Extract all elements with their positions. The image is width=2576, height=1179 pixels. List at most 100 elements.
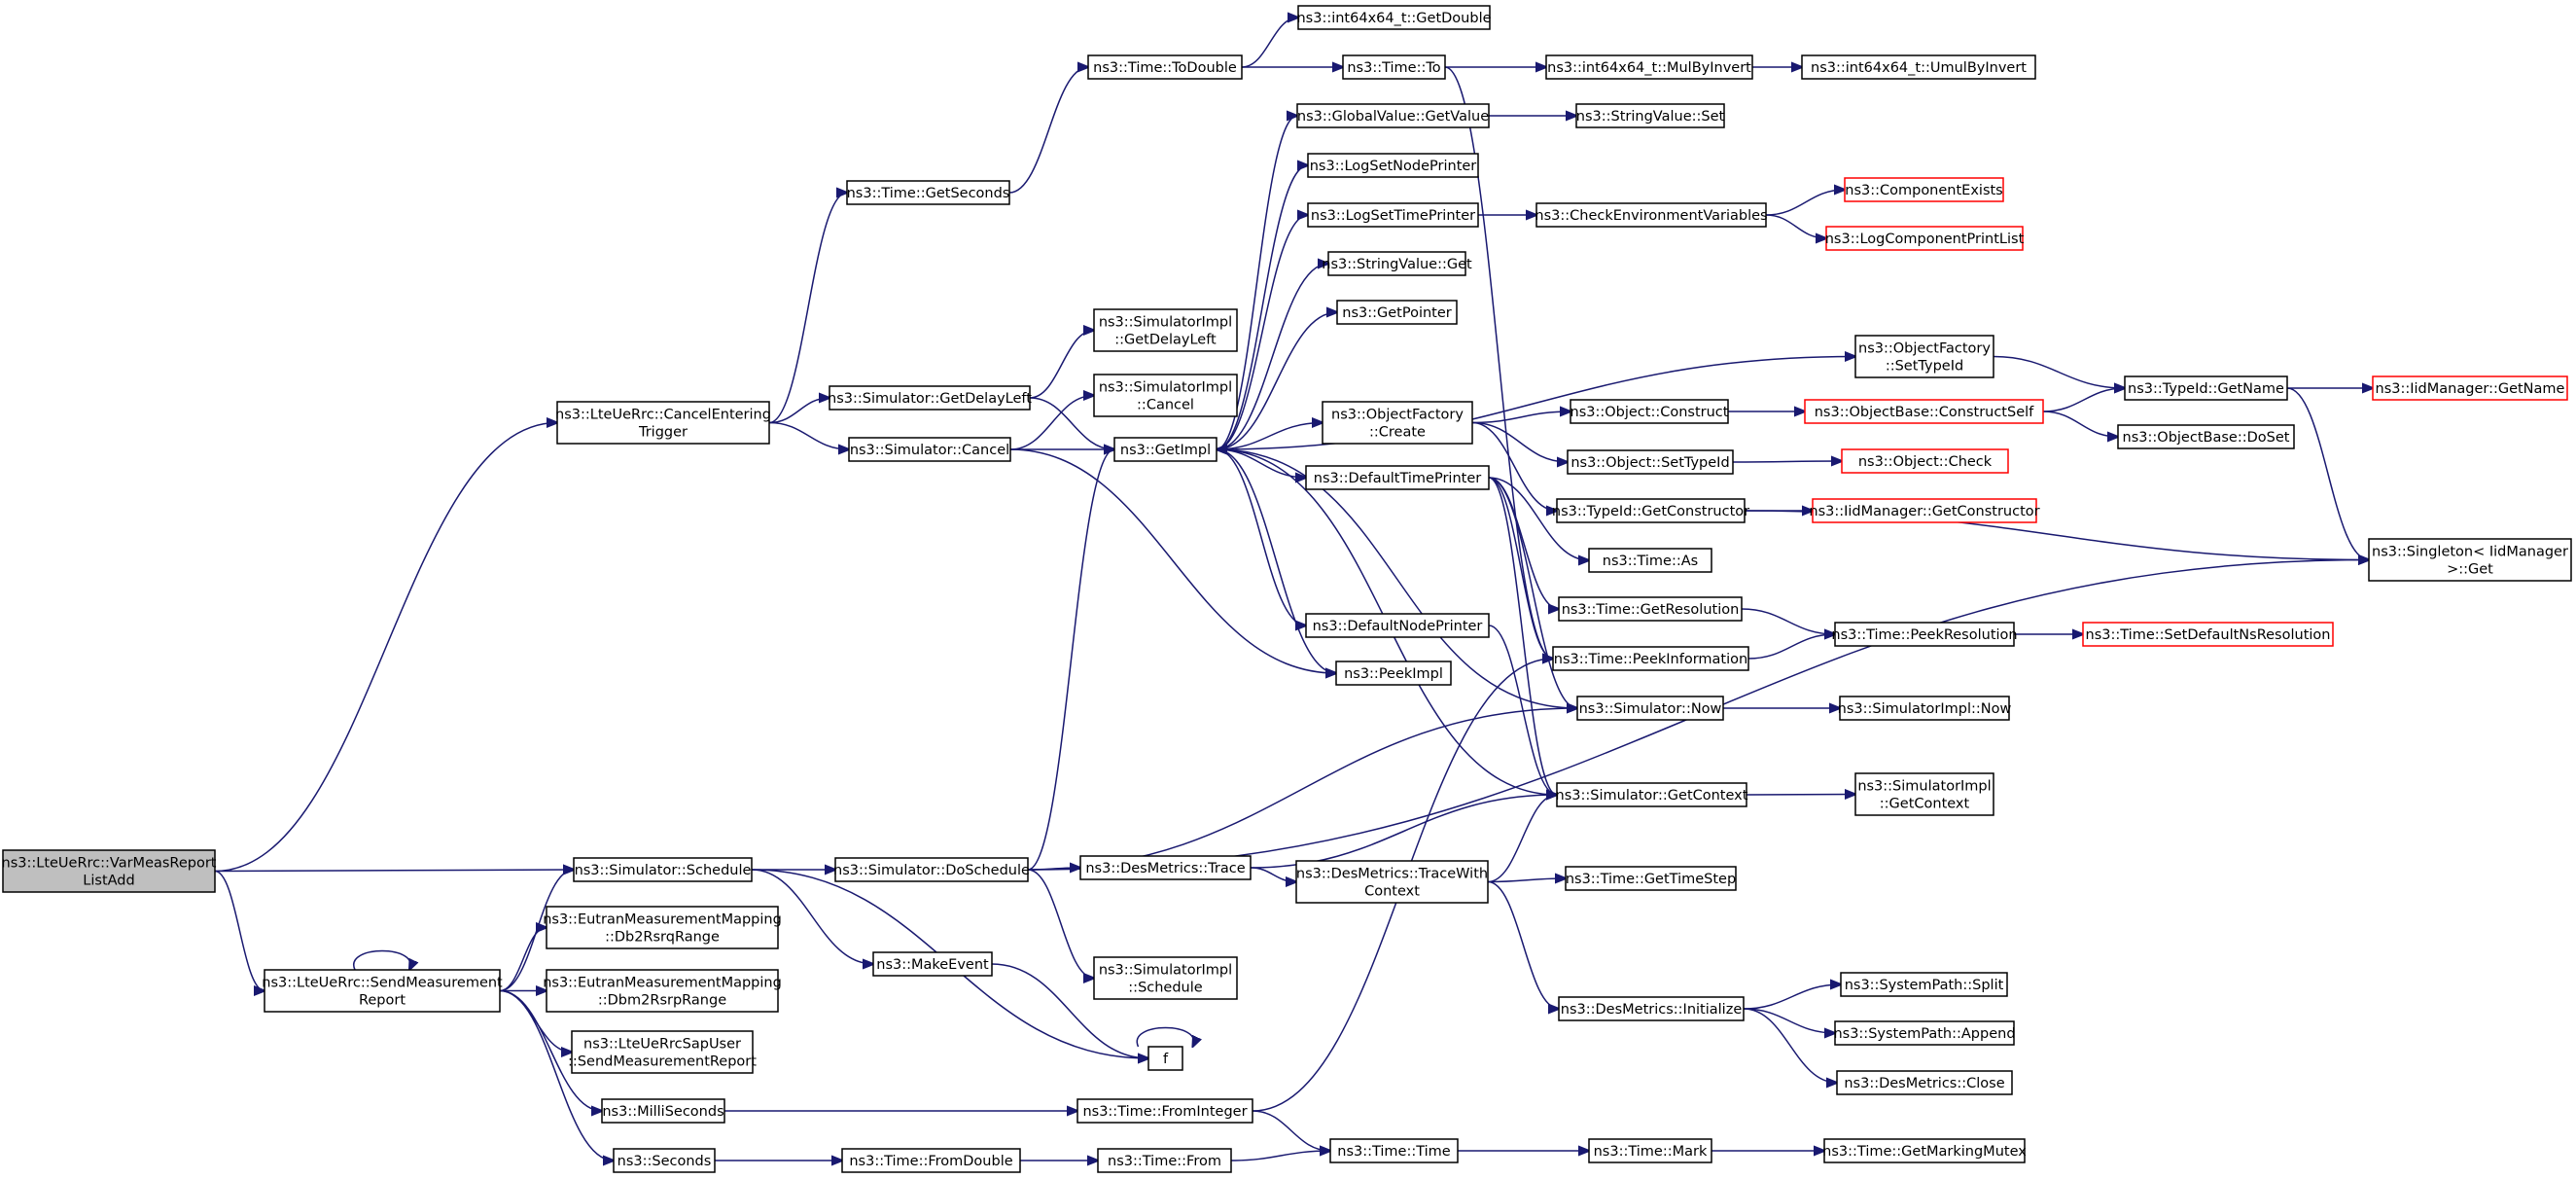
node-ns3-globalvalue-getvalue[interactable]: ns3::GlobalValue::GetValue bbox=[1296, 103, 1490, 128]
node-ns3-simulatorimpl-getdelayleft[interactable]: ns3::SimulatorImpl::GetDelayLeft bbox=[1093, 308, 1238, 352]
node-ns3-time-from[interactable]: ns3::Time::From bbox=[1097, 1148, 1232, 1173]
node-ns3-systempath-split[interactable]: ns3::SystemPath::Split bbox=[1840, 972, 2008, 997]
node-box bbox=[2372, 375, 2568, 401]
node-ns3-objectbase-constructself[interactable]: ns3::ObjectBase::ConstructSelf bbox=[1804, 399, 2044, 424]
node-ns3-checkenvironmentvariables[interactable]: ns3::CheckEnvironmentVariables bbox=[1535, 202, 1768, 228]
node-ns3-simulator-getcontext[interactable]: ns3::Simulator::GetContext bbox=[1556, 782, 1748, 807]
node-ns3-int64x64-t-getdouble[interactable]: ns3::int64x64_t::GetDouble bbox=[1296, 5, 1492, 30]
node-ns3-objectfactory-settypeid[interactable]: ns3::ObjectFactory::SetTypeId bbox=[1854, 335, 1994, 378]
node-ns3-stringvalue-set[interactable]: ns3::StringValue::Set bbox=[1575, 103, 1725, 128]
node-ns3-simulator-schedule[interactable]: ns3::Simulator::Schedule bbox=[573, 857, 753, 882]
edge-path bbox=[1216, 165, 1308, 450]
node-ns3-systempath-append[interactable]: ns3::SystemPath::Append bbox=[1833, 1020, 2016, 1046]
edge-getimpl-to-ofcreate bbox=[1216, 423, 1323, 450]
node-ns3-peekimpl[interactable]: ns3::PeekImpl bbox=[1335, 661, 1452, 686]
node-ns3-simulator-cancel[interactable]: ns3::Simulator::Cancel bbox=[848, 437, 1011, 462]
node-ns3-time-getmarkingmutex[interactable]: ns3::Time::GetMarkingMutex bbox=[1822, 1138, 2027, 1163]
node-ns3-logsettimeprinter[interactable]: ns3::LogSetTimePrinter bbox=[1307, 202, 1479, 228]
edge-path bbox=[1765, 214, 1826, 238]
edge-sendmeas-to-eutrandb2 bbox=[499, 928, 547, 992]
node-ns3-object-construct[interactable]: ns3::Object::Construct bbox=[1570, 399, 1729, 424]
node-ns3-getpointer[interactable]: ns3::GetPointer bbox=[1336, 300, 1458, 325]
edge-path bbox=[1487, 880, 1559, 1010]
node-ns3-logsetnodeprinter[interactable]: ns3::LogSetNodePrinter bbox=[1307, 153, 1479, 178]
node-ns3-logcomponentprintlist[interactable]: ns3::LogComponentPrintList bbox=[1825, 226, 2025, 251]
node-ns3-int64x64-t-mulbyinvert[interactable]: ns3::int64x64_t::MulByInvert bbox=[1545, 54, 1753, 80]
node-label: ns3::Time::GetSeconds bbox=[847, 186, 1010, 201]
node-label: ns3::Time::PeekInformation bbox=[1554, 652, 1747, 667]
node-ns3-desmetrics-trace[interactable]: ns3::DesMetrics::Trace bbox=[1079, 855, 1252, 880]
node-ns3-simulatorimpl-getcontext[interactable]: ns3::SimulatorImpl::GetContext bbox=[1854, 772, 1994, 816]
node-ns3-time-setdefaultnsresolution[interactable]: ns3::Time::SetDefaultNsResolution bbox=[2082, 622, 2334, 647]
node-ns3-singleton-iidmanager-get[interactable]: ns3::Singleton< IidManager >::Get bbox=[2368, 538, 2572, 582]
node-ns3-simulatorimpl-now[interactable]: ns3::SimulatorImpl::Now bbox=[1838, 696, 2012, 721]
node-ns3-objectfactory-create[interactable]: ns3::ObjectFactory::Create bbox=[1322, 401, 1473, 445]
node-ns3-lteuerrc-sendmeasurement-report[interactable]: ns3::LteUeRrc::SendMeasurementReport bbox=[262, 969, 503, 1013]
node-label: ns3::int64x64_t::MulByInvert bbox=[1547, 60, 1751, 76]
node-ns3-time-getresolution[interactable]: ns3::Time::GetResolution bbox=[1558, 596, 1743, 622]
node-ns3-time-peekresolution[interactable]: ns3::Time::PeekResolution bbox=[1831, 622, 2018, 647]
node-ns3-objectbase-doset[interactable]: ns3::ObjectBase::DoSet bbox=[2117, 424, 2295, 449]
node-ns3-int64x64-t-umulbyinvert[interactable]: ns3::int64x64_t::UmulByInvert bbox=[1801, 54, 2036, 80]
edge-path bbox=[1488, 477, 1577, 708]
node-label: ns3::Time::GetMarkingMutex bbox=[1822, 1144, 2027, 1160]
node-label: ns3::ObjectBase::DoSet bbox=[2123, 430, 2290, 446]
node-ns3-desmetrics-initialize[interactable]: ns3::DesMetrics::Initialize bbox=[1558, 996, 1745, 1021]
node-box bbox=[546, 969, 779, 1013]
node-ns3-stringvalue-get[interactable]: ns3::StringValue::Get bbox=[1322, 251, 1472, 276]
node-ns3-time-getseconds[interactable]: ns3::Time::GetSeconds bbox=[846, 180, 1010, 205]
edge-path bbox=[214, 423, 557, 873]
edge-path bbox=[214, 870, 265, 991]
node-ns3-time-frominteger[interactable]: ns3::Time::FromInteger bbox=[1076, 1098, 1253, 1124]
node-ns3-makeevent[interactable]: ns3::MakeEvent bbox=[872, 951, 993, 977]
node-ns3-time-peekinformation[interactable]: ns3::Time::PeekInformation bbox=[1552, 646, 1749, 671]
node-ns3-desmetrics-close[interactable]: ns3::DesMetrics::Close bbox=[1836, 1070, 2013, 1095]
node-ns3-milliseconds[interactable]: ns3::MilliSeconds bbox=[601, 1098, 725, 1124]
node-box bbox=[848, 437, 1011, 462]
node-ns3-typeid-getconstructor[interactable]: ns3::TypeId::GetConstructor bbox=[1552, 498, 1749, 523]
node-ns3-time-time[interactable]: ns3::Time::Time bbox=[1329, 1138, 1459, 1163]
node-box bbox=[872, 951, 993, 977]
node-ns3-getimpl[interactable]: ns3::GetImpl bbox=[1113, 437, 1217, 462]
edge-path bbox=[499, 928, 547, 992]
node-box bbox=[1567, 449, 1734, 475]
node-label: ns3::Simulator::Cancel bbox=[850, 443, 1009, 458]
node-ns3-time-todouble[interactable]: ns3::Time::ToDouble bbox=[1087, 54, 1243, 80]
edge-root-to-cancelentering bbox=[214, 423, 557, 873]
node-f[interactable]: f bbox=[1147, 1046, 1183, 1071]
node-ns3-lteuerrcsapuser-sendmeasurementreport[interactable]: ns3::LteUeRrcSapUser::SendMeasurementRep… bbox=[568, 1030, 757, 1074]
node-ns3-defaulttimeprinter[interactable]: ns3::DefaultTimePrinter bbox=[1305, 465, 1490, 490]
node-ns3-eutranmeasurementmapping-db2rsrqrange[interactable]: ns3::EutranMeasurementMapping::Db2RsrqRa… bbox=[543, 906, 782, 949]
node-ns3-object-check[interactable]: ns3::Object::Check bbox=[1841, 448, 2009, 474]
node-ns3-simulator-getdelayleft[interactable]: ns3::Simulator::GetDelayLeft bbox=[828, 385, 1032, 411]
node-ns3-time-as[interactable]: ns3::Time::As bbox=[1588, 548, 1712, 573]
node-ns3-componentexists[interactable]: ns3::ComponentExists bbox=[1844, 177, 2004, 202]
node-ns3-defaultnodeprinter[interactable]: ns3::DefaultNodePrinter bbox=[1305, 613, 1490, 638]
node-ns3-object-settypeid[interactable]: ns3::Object::SetTypeId bbox=[1567, 449, 1734, 475]
node-ns3-time-fromdouble[interactable]: ns3::Time::FromDouble bbox=[841, 1148, 1021, 1173]
edge-path bbox=[353, 949, 410, 971]
node-box bbox=[1335, 661, 1452, 686]
node-ns3-simulatorimpl-schedule[interactable]: ns3::SimulatorImpl::Schedule bbox=[1093, 956, 1238, 1000]
node-ns3-typeid-getname[interactable]: ns3::TypeId::GetName bbox=[2124, 375, 2288, 401]
node-ns3-iidmanager-getconstructor[interactable]: ns3::IidManager::GetConstructor bbox=[1809, 498, 2040, 523]
edge-path bbox=[1230, 1151, 1330, 1161]
node-ns3-eutranmeasurementmapping-dbm2rsrprange[interactable]: ns3::EutranMeasurementMapping::Dbm2RsrpR… bbox=[543, 969, 782, 1013]
node-ns3-seconds[interactable]: ns3::Seconds bbox=[613, 1148, 716, 1173]
node-ns3-iidmanager-getname[interactable]: ns3::IidManager::GetName bbox=[2372, 375, 2568, 401]
node-ns3-simulator-doschedule[interactable]: ns3::Simulator::DoSchedule bbox=[833, 857, 1030, 882]
node-box bbox=[1342, 54, 1446, 80]
node-ns3-time-to[interactable]: ns3::Time::To bbox=[1342, 54, 1446, 80]
node-ns3-time-gettimestep[interactable]: ns3::Time::GetTimeStep bbox=[1565, 866, 1737, 891]
edge-path bbox=[1217, 449, 1578, 709]
node-ns3-simulatorimpl-cancel[interactable]: ns3::SimulatorImpl::Cancel bbox=[1093, 374, 1238, 417]
edge-path bbox=[1250, 795, 1557, 869]
node-ns3-simulator-now[interactable]: ns3::Simulator::Now bbox=[1576, 696, 1724, 721]
node-box bbox=[1545, 54, 1753, 80]
node-box bbox=[1297, 5, 1491, 30]
node-ns3-time-mark[interactable]: ns3::Time::Mark bbox=[1588, 1138, 1712, 1163]
node-box bbox=[1552, 646, 1749, 671]
